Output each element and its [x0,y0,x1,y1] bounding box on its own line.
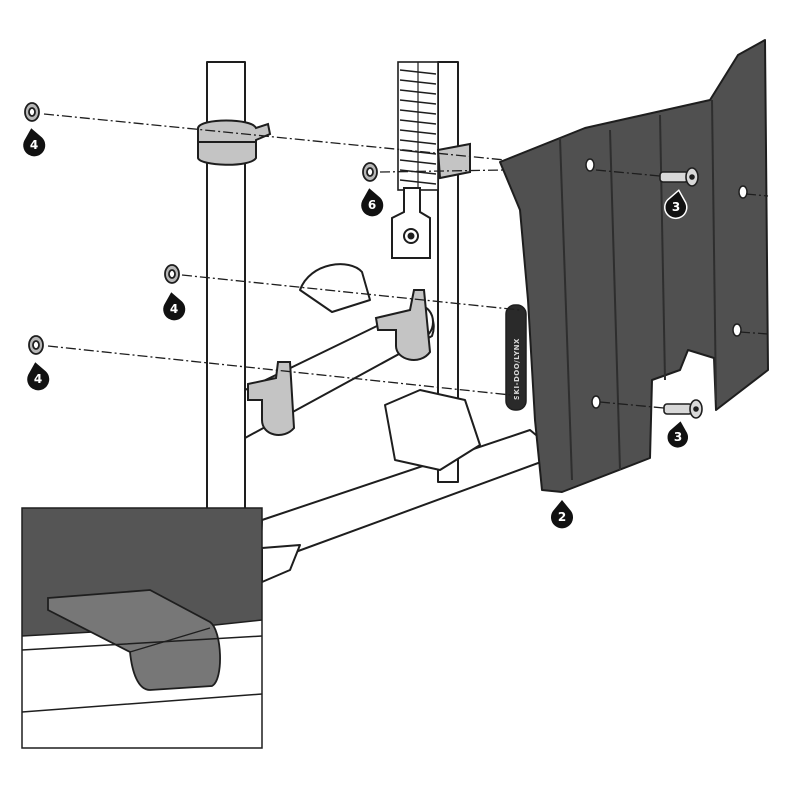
nut-middle-left-icon [164,264,180,284]
brand-label-plate [505,304,527,411]
svg-text:3: 3 [672,200,680,214]
bracket-plate [384,389,481,471]
nut-top-left-icon [24,102,40,122]
tube-clamps [197,119,471,436]
spring-hook-bracket [391,187,431,259]
inset-hook-tab [47,589,221,691]
svg-text:4: 4 [30,138,38,152]
bolts [659,167,703,419]
bolt-upper-icon [659,167,699,187]
callout-bolt-lower: 3 [666,419,690,450]
callout-nut-spring: 6 [361,188,384,217]
nut-lower-left-icon [28,335,44,355]
curved-tab [299,263,371,313]
skid-plate-ribs [559,99,717,481]
nut-spring-icon [362,162,378,182]
lower-bar-foot [261,544,301,583]
skid-plate-body [499,39,769,493]
callout-nut-lower-left: 4 [27,362,50,391]
callout-nut-middle-left: 4 [163,292,186,321]
callout-bolt-upper: 3 [664,189,688,220]
clamp-top-right [436,142,471,180]
mounting-holes [585,158,748,409]
svg-text:4: 4 [34,372,42,386]
svg-text:6: 6 [368,198,376,212]
alignment-lines [43,113,769,409]
bolt-lower-icon [663,399,703,419]
svg-text:3: 3 [674,430,682,444]
clamp-cross-right [374,289,432,361]
svg-text:2: 2 [558,510,566,524]
callout-skid-plate: 2 [551,500,573,529]
detail-inset [21,507,263,749]
skid-plate: SKI-DOO/LYNX [499,39,769,493]
nuts [24,102,378,355]
inset-frame-bar [22,635,262,713]
brand-label-text: SKI-DOO/LYNX [513,338,521,400]
clamp-cross-left [247,361,296,436]
callouts: 4 4 4 6 3 3 2 [23,128,690,529]
svg-text:4: 4 [170,302,178,316]
callout-nut-top-left: 4 [23,128,46,157]
